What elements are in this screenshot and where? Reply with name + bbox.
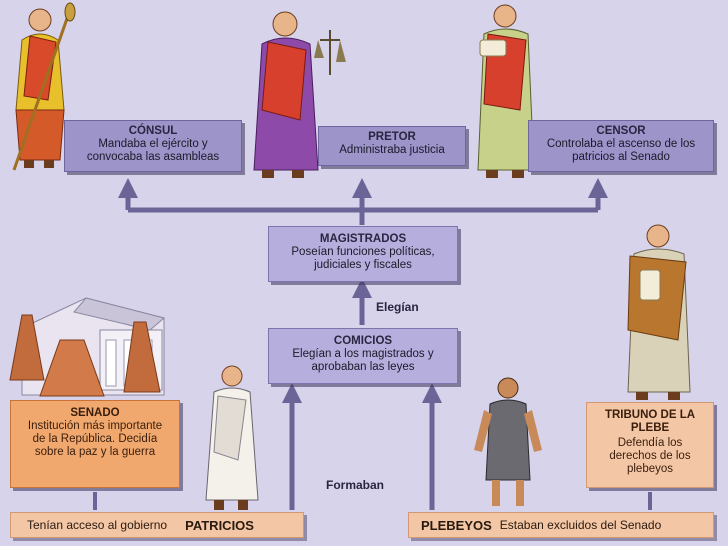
formaban-label: Formaban (326, 478, 385, 492)
censor-figure (477, 4, 535, 178)
patricios-note: Tenían acceso al gobierno (27, 518, 168, 532)
plebeian-figure (474, 377, 542, 506)
tribuno-description: Defendía los derechos de los plebeyos (609, 437, 691, 475)
magistrados-title: MAGISTRADOS (319, 233, 407, 245)
elegian-label: Elegían (376, 300, 419, 314)
consul-figure (12, 2, 76, 171)
comicios-title: COMICIOS (333, 335, 393, 347)
magistrados-connector (118, 178, 608, 225)
plebeyos-note: Estaban excluidos del Senado (499, 518, 662, 532)
pretor-description: Administraba justicia (339, 144, 445, 156)
plebeyos-label: PLEBEYOS (421, 517, 492, 533)
patricios-strip: Tenían acceso al gobierno PATRICIOS (10, 512, 304, 538)
censor-box: CENSOR Controlaba el ascenso de los patr… (528, 120, 714, 172)
pretor-box: PRETOR Administraba justicia (318, 126, 466, 166)
censor-title: CENSOR (596, 125, 646, 137)
senado-box: SENADO Institución más importante de la … (10, 400, 180, 488)
consul-description: Mandaba el ejército y convocaba las asam… (86, 138, 220, 163)
pretor-figure (253, 11, 346, 178)
plebeyos-strip: PLEBEYOS Estaban excluidos del Senado (408, 512, 714, 538)
tribune-figure (627, 224, 691, 400)
senate-building (9, 297, 166, 397)
comicios-box: COMICIOS Elegían a los magistrados y apr… (268, 328, 458, 384)
senado-title: SENADO (70, 407, 120, 419)
comicios-description: Elegían a los magistrados y aprobaban la… (292, 348, 434, 373)
censor-description: Controlaba el ascenso de los patricios a… (546, 138, 696, 163)
pretor-title: PRETOR (368, 131, 416, 143)
consul-title: CÓNSUL (128, 125, 178, 137)
tribuno-title: TRIBUNO DE LA PLEBE (604, 409, 696, 434)
magistrados-description: Poseían funciones políticas, judiciales … (291, 246, 435, 271)
senado-description: Institución más importante de la Repúbli… (27, 420, 163, 458)
patrician-figure (205, 365, 259, 510)
consul-box: CÓNSUL Mandaba el ejército y convocaba l… (64, 120, 242, 172)
magistrados-box: MAGISTRADOS Poseían funciones políticas,… (268, 226, 458, 282)
patricios-label: PATRICIOS (185, 517, 254, 533)
tribuno-box: TRIBUNO DE LA PLEBE Defendía los derecho… (586, 402, 714, 488)
